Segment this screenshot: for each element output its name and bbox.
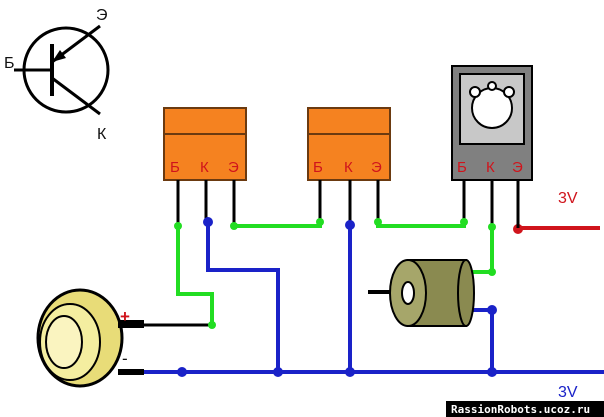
junction [487, 305, 497, 315]
transistor-3-label-e: Э [512, 159, 523, 176]
junction [374, 218, 382, 226]
symbol-collector-label: К [97, 126, 107, 143]
motor [368, 259, 475, 327]
transistor-1-body [163, 107, 247, 181]
transistor-3-label-k: К [486, 159, 495, 176]
transistor-3: Б К Э [451, 65, 533, 228]
watermark-text: RassionRobots.ucoz.ru [451, 403, 590, 416]
junction [487, 367, 497, 377]
transistor-2-label-e: Э [371, 159, 382, 176]
sensor-inner [45, 315, 83, 369]
junction-red [513, 224, 523, 234]
transistor-3-hole-ear-right [503, 86, 515, 98]
junction [208, 321, 216, 329]
junction [174, 222, 182, 230]
motor-end-right [457, 259, 475, 327]
symbol-base-label: Б [4, 55, 15, 72]
junction [345, 367, 355, 377]
transistor-1-label-b: Б [170, 159, 180, 176]
wire-green-t2e-t3b [376, 222, 466, 228]
sensor-plus-label: + [120, 307, 130, 326]
transistor-3-hole-top [487, 81, 497, 91]
transistor-3-hole-ear-left [469, 86, 481, 98]
sensor: + - [36, 288, 212, 388]
junction [203, 217, 213, 227]
junction [316, 218, 324, 226]
symbol-emitter-arrow [52, 50, 66, 62]
sensor-plus-pin [118, 320, 144, 328]
blue-wires [140, 222, 604, 374]
watermark-box [446, 401, 604, 417]
wire-blue-t1-collector [206, 222, 280, 372]
junction [273, 367, 283, 377]
wire-green-t1e-t2b [234, 222, 322, 228]
sensor-minus-pin [118, 369, 144, 375]
junction [345, 220, 355, 230]
motor-bearing [401, 281, 415, 305]
transistor-symbol: Б Э К [4, 7, 110, 143]
transistor-2-label-b: Б [313, 159, 323, 176]
transistor-2: Б К Э [307, 107, 391, 224]
junction [177, 367, 187, 377]
sensor-minus-label: - [122, 349, 128, 368]
junction [488, 268, 496, 276]
transistor-3-label-b: Б [457, 159, 467, 176]
transistor-2-label-k: К [344, 159, 353, 176]
green-wires [176, 222, 494, 325]
junction [460, 218, 468, 226]
symbol-collector-lead [51, 76, 101, 116]
watermark: RassionRobots.ucoz.ru [446, 401, 604, 417]
positive-voltage-label: 3V [558, 190, 578, 207]
transistor-1-label-e: Э [228, 159, 239, 176]
wire-green-t1-base [176, 224, 214, 325]
junction [230, 222, 238, 230]
transistor-1-label-k: К [200, 159, 209, 176]
junction [488, 223, 496, 231]
junctions [174, 217, 497, 377]
symbol-emitter-label: Э [96, 7, 108, 24]
transistor-1: Б К Э [163, 107, 247, 226]
negative-voltage-label: 3V [558, 384, 578, 401]
red-wire: 3V [513, 190, 600, 234]
